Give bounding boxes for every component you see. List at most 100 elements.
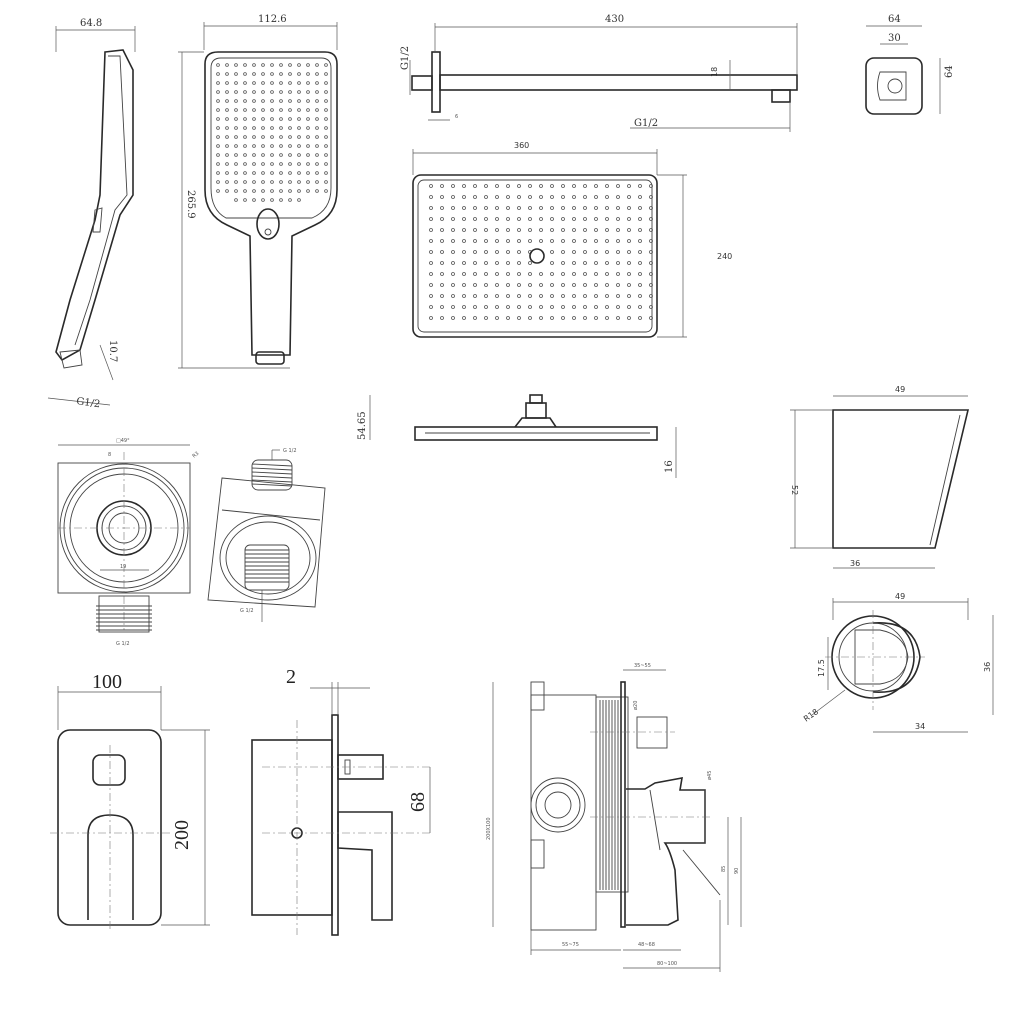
mixer-side-view: 2 68	[251, 666, 431, 936]
nozzle-dot	[234, 90, 238, 94]
nozzle-dot	[594, 184, 598, 188]
nozzle-dot	[506, 217, 510, 221]
nozzle-dot	[495, 217, 499, 221]
thread-line	[251, 467, 293, 471]
nozzle-dot	[473, 261, 477, 265]
nozzle-dot	[495, 206, 499, 210]
nozzle-dot	[270, 153, 274, 157]
nozzle-dot	[261, 135, 265, 139]
nozzle-dot	[539, 184, 543, 188]
nozzle-dot	[583, 305, 587, 309]
nozzle-dot	[225, 171, 229, 175]
nozzle-dot	[539, 272, 543, 276]
nozzle-dot	[484, 261, 488, 265]
nozzle-dot	[288, 189, 292, 193]
nozzle-dot	[550, 217, 554, 221]
nozzle-dot	[297, 153, 301, 157]
nozzle-dot	[288, 171, 292, 175]
nozzle-dot	[605, 294, 609, 298]
thread-line	[251, 479, 293, 483]
nozzle-dot	[627, 250, 631, 254]
nozzle-dot	[572, 217, 576, 221]
nozzle-dot	[484, 294, 488, 298]
nozzle-dot	[627, 283, 631, 287]
nozzle-dot	[261, 180, 265, 184]
hand-shower-width-label: 64.8	[80, 18, 102, 29]
valve-total-depth-label: 80~100	[657, 961, 677, 967]
nozzle-dot	[243, 144, 247, 148]
thread-line	[251, 471, 293, 475]
nozzle-dot	[324, 189, 328, 193]
nozzle-dot	[473, 228, 477, 232]
nozzle-dot	[561, 294, 565, 298]
wall-outlet-side-thread-label: G 1/2	[240, 608, 254, 614]
nozzle-dot	[649, 305, 653, 309]
nozzle-dot	[243, 90, 247, 94]
nozzle-dot	[572, 250, 576, 254]
thread-line	[251, 475, 293, 479]
nozzle-dot	[429, 195, 433, 199]
nozzle-dot	[252, 162, 256, 166]
wall-outlet-iso-threads	[245, 463, 293, 583]
nozzle-dot	[638, 228, 642, 232]
nozzle-dot	[279, 90, 283, 94]
valve-wall-depth-label: 55~75	[562, 942, 579, 948]
nozzle-dot	[429, 217, 433, 221]
nozzle-dot	[594, 283, 598, 287]
nozzle-dot	[261, 117, 265, 121]
nozzle-dot	[429, 250, 433, 254]
nozzle-dot	[261, 72, 265, 76]
nozzle-dot	[484, 195, 488, 199]
nozzle-dot	[306, 162, 310, 166]
nozzle-dot	[484, 206, 488, 210]
nozzle-dot	[462, 184, 466, 188]
nozzle-dot	[605, 272, 609, 276]
nozzle-dot	[324, 108, 328, 112]
nozzle-dot	[627, 261, 631, 265]
nozzle-dot	[594, 206, 598, 210]
nozzle-dot	[605, 250, 609, 254]
nozzle-dot	[627, 239, 631, 243]
nozzle-dot	[270, 144, 274, 148]
nozzle-dot	[572, 261, 576, 265]
nozzle-dot	[605, 305, 609, 309]
nozzle-dot	[288, 180, 292, 184]
nozzle-dot	[528, 272, 532, 276]
nozzle-dot	[451, 206, 455, 210]
nozzle-dot	[234, 198, 238, 202]
nozzle-dot	[594, 195, 598, 199]
nozzle-dot	[252, 135, 256, 139]
nozzle-dot	[627, 305, 631, 309]
nozzle-dot	[279, 162, 283, 166]
nozzle-dot	[550, 250, 554, 254]
nozzle-dot	[583, 250, 587, 254]
nozzle-dot	[473, 206, 477, 210]
nozzle-dot	[539, 305, 543, 309]
nozzle-dot	[261, 171, 265, 175]
nozzle-dot	[550, 316, 554, 320]
nozzle-dot	[216, 108, 220, 112]
nozzle-dot	[440, 294, 444, 298]
hand-shower-head-width-label: 112.6	[258, 14, 287, 25]
nozzle-dot	[440, 283, 444, 287]
nozzle-dot	[451, 283, 455, 287]
nozzle-dot	[234, 63, 238, 67]
nozzle-dot	[324, 81, 328, 85]
wall-outlet-thread	[96, 605, 152, 631]
nozzle-dot	[261, 63, 265, 67]
wall-bracket-height-label: 64	[944, 65, 955, 78]
nozzle-dot	[451, 217, 455, 221]
nozzle-dot	[315, 63, 319, 67]
nozzle-dot	[225, 180, 229, 184]
valve-handle-h1-label: 85	[721, 866, 727, 872]
nozzle-dot	[572, 228, 576, 232]
nozzle-dot	[243, 171, 247, 175]
nozzle-dot	[451, 272, 455, 276]
valve-outlet-diameter-label: ø20	[633, 701, 639, 710]
nozzle-dot	[473, 305, 477, 309]
nozzle-dot	[517, 316, 521, 320]
nozzle-dot	[234, 72, 238, 76]
nozzle-dot	[297, 81, 301, 85]
nozzle-dot	[594, 294, 598, 298]
nozzle-dot	[288, 90, 292, 94]
